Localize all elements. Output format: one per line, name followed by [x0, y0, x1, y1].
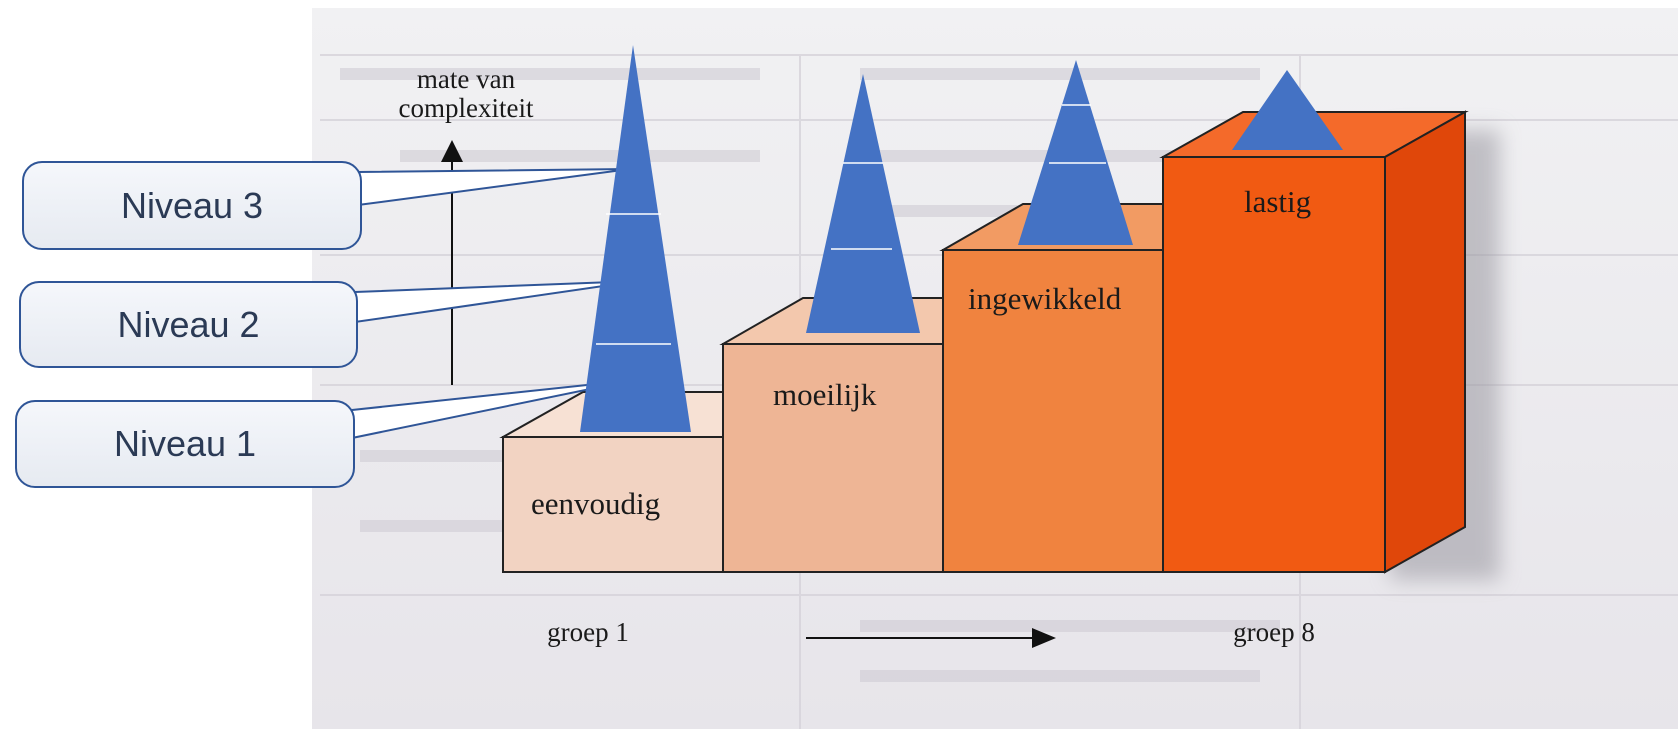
callout-niveau-2: Niveau 2 [19, 281, 358, 368]
step-label-eenvoudig: eenvoudig [531, 486, 660, 521]
cone-groep-4 [1232, 70, 1343, 150]
cone-groep-1 [580, 45, 691, 432]
step-label-moeilijk: moeilijk [773, 377, 877, 412]
cone-groep-3 [1018, 60, 1133, 245]
x-axis-end-label: groep 8 [1233, 617, 1315, 647]
step-label-ingewikkeld: ingewikkeld [968, 281, 1122, 316]
callout-label-niveau-3: Niveau 3 [120, 184, 264, 226]
callout-label-niveau-2: Niveau 2 [117, 303, 260, 345]
callout-pointers [351, 168, 639, 440]
callout-niveau-1: Niveau 1 [15, 400, 355, 488]
y-axis-label-line1: mate van [417, 64, 516, 94]
step-lastig [1159, 110, 1469, 574]
callout-niveau-3: Niveau 3 [22, 161, 362, 250]
callout-label-niveau-1: Niveau 1 [113, 423, 257, 464]
step-label-lastig: lastig [1244, 184, 1311, 219]
cone-groep-2 [806, 74, 920, 333]
y-axis-label-line2: complexiteit [399, 93, 534, 123]
x-axis-start-label: groep 1 [547, 617, 629, 647]
y-axis-arrow-head [441, 140, 463, 162]
x-axis-arrow-head [1032, 628, 1056, 648]
